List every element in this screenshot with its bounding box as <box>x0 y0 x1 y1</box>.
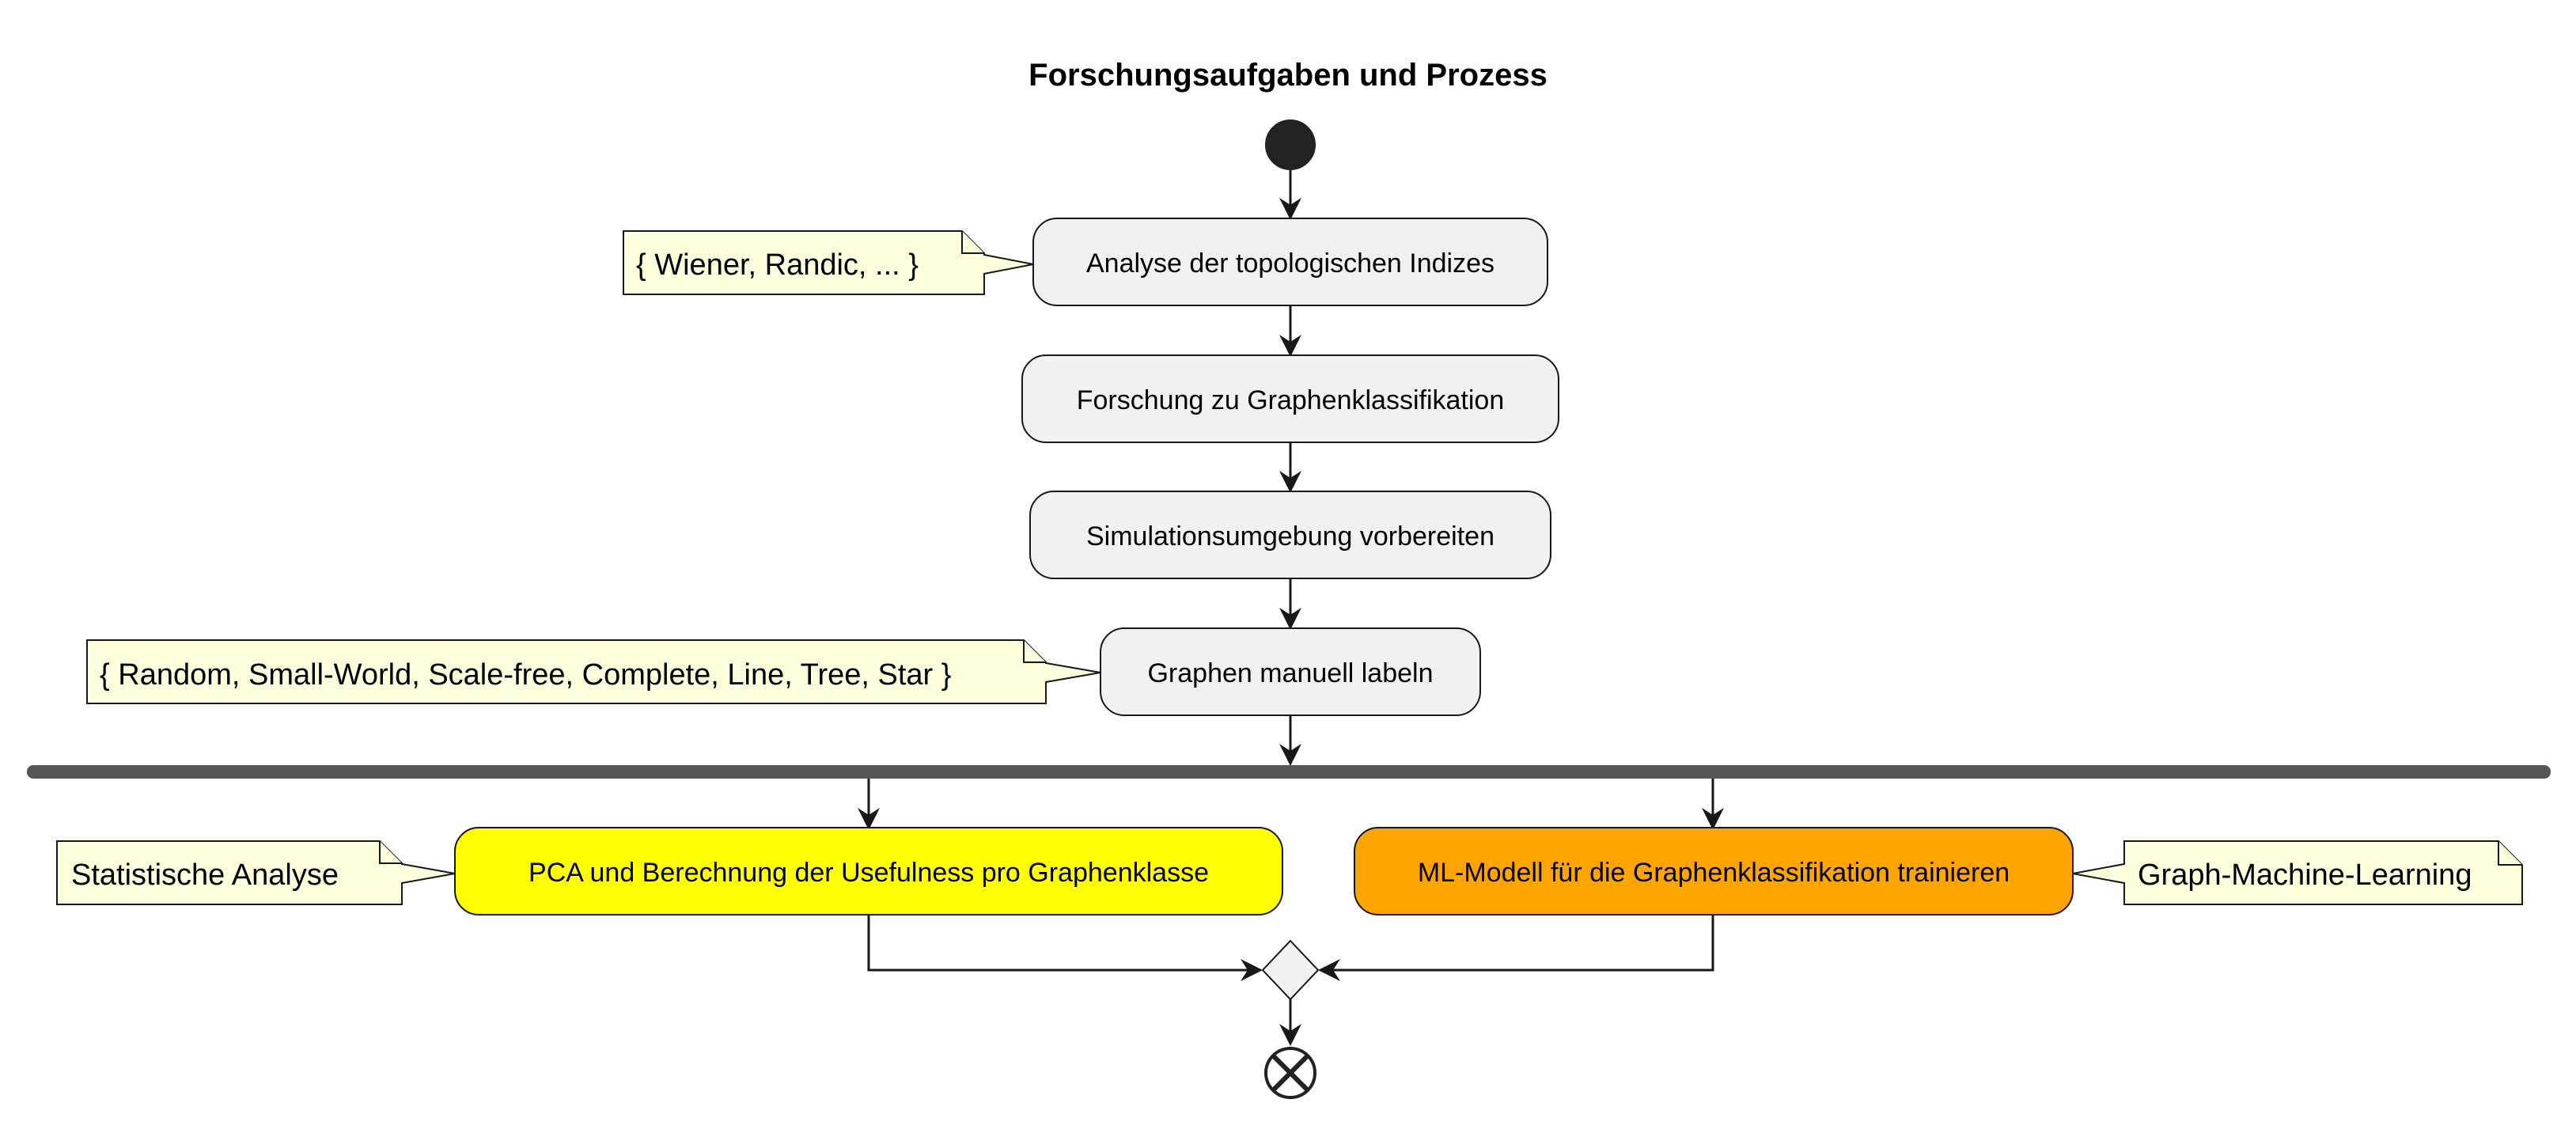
note-indices-text: { Wiener, Randic, ... } <box>636 248 919 282</box>
activity-pca: PCA und Berechnung der Usefulness pro Gr… <box>454 827 1283 915</box>
activity-topological-indices-label: Analyse der topologischen Indizes <box>1086 248 1494 279</box>
edge-fork-pca <box>858 779 880 830</box>
edge-merge-end <box>1279 999 1301 1046</box>
note-graph-ml: Graph-Machine-Learning <box>2072 840 2523 905</box>
note-indices: { Wiener, Randic, ... } <box>623 230 1034 295</box>
activity-labeling-label: Graphen manuell labeln <box>1147 658 1433 688</box>
activity-pca-label: PCA und Berechnung der Usefulness pro Gr… <box>528 858 1209 888</box>
activity-topological-indices: Analyse der topologischen Indizes <box>1032 218 1548 306</box>
start-node <box>1265 119 1316 170</box>
note-statistics-text: Statistische Analyse <box>71 859 339 892</box>
activity-simulation: Simulationsumgebung vorbereiten <box>1029 491 1551 579</box>
edge-labeling-fork <box>1279 715 1301 766</box>
note-statistics: Statistische Analyse <box>56 840 456 905</box>
edge-fork-ml <box>1702 779 1724 830</box>
edge-pca-merge <box>867 915 1263 981</box>
edge-simulation-labeling <box>1279 578 1301 630</box>
note-graph-types-text: { Random, Small-World, Scale-free, Compl… <box>100 658 951 692</box>
edge-research-simulation <box>1279 442 1301 493</box>
activity-ml-label: ML-Modell für die Graphenklassifikation … <box>1418 858 2010 888</box>
merge-diamond <box>1261 939 1320 1001</box>
note-graph-ml-text: Graph-Machine-Learning <box>2138 859 2472 892</box>
activity-classification-research-label: Forschung zu Graphenklassifikation <box>1077 385 1505 415</box>
edge-ml-merge <box>1318 915 1714 981</box>
activity-simulation-label: Simulationsumgebung vorbereiten <box>1086 521 1494 552</box>
fork-bar <box>27 765 2551 779</box>
activity-classification-research: Forschung zu Graphenklassifikation <box>1021 354 1559 443</box>
end-node <box>1264 1047 1316 1099</box>
diagram-title: Forschungsaufgaben und Prozess <box>1029 58 1547 93</box>
edge-topo-research <box>1279 305 1301 357</box>
activity-ml: ML-Modell für die Graphenklassifikation … <box>1354 827 2074 915</box>
activity-labeling: Graphen manuell labeln <box>1100 627 1481 716</box>
edge-start-topo <box>1279 169 1301 220</box>
note-graph-types: { Random, Small-World, Scale-free, Compl… <box>86 639 1101 704</box>
